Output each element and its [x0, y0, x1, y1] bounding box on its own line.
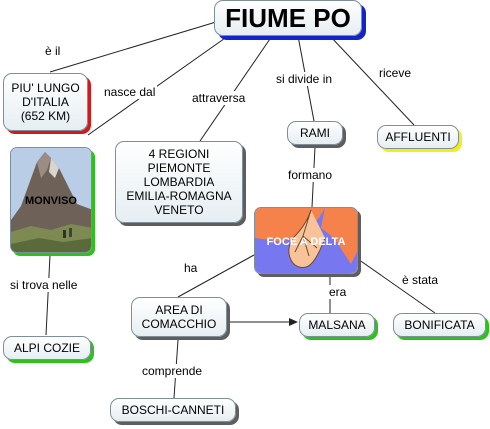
label-formano: formano: [286, 168, 335, 182]
malsana-node[interactable]: MALSANA: [299, 313, 375, 337]
label-e-il: è il: [43, 44, 63, 58]
affluenti-node[interactable]: AFFLUENTI: [377, 125, 459, 149]
label-e-stata: è stata: [400, 273, 441, 287]
label-comprende: comprende: [140, 364, 205, 378]
piu-lungo-node[interactable]: PIU' LUNGO D'ITALIA (652 KM): [3, 73, 88, 131]
label-si-divide-in: si divide in: [274, 72, 335, 86]
bonificata-node[interactable]: BONIFICATA: [393, 313, 486, 337]
label-riceve: riceve: [377, 66, 414, 80]
foce-delta-node[interactable]: FOCE A DELTA: [254, 207, 358, 274]
main-concept-node[interactable]: FIUME PO: [214, 0, 362, 36]
monviso-node[interactable]: MONVISO: [10, 147, 92, 253]
label-nasce-dal: nasce dal: [102, 85, 158, 99]
label-era: era: [327, 285, 349, 299]
area-comacchio-node[interactable]: AREA DI COMACCHIO: [131, 297, 227, 337]
boschi-canneti-node[interactable]: BOSCHI-CANNETI: [110, 398, 236, 422]
label-si-trova-nelle: si trova nelle: [8, 278, 80, 292]
foce-delta-caption: FOCE A DELTA: [266, 236, 346, 248]
delta-map-image: [255, 208, 357, 273]
label-ha: ha: [182, 261, 200, 275]
alpi-cozie-node[interactable]: ALPI COZIE: [3, 336, 91, 360]
regioni-node[interactable]: 4 REGIONI PIEMONTE LOMBARDIA EMILIA-ROMA…: [115, 141, 243, 223]
rami-node[interactable]: RAMI: [287, 121, 343, 145]
mountain-photo: [11, 148, 91, 252]
monviso-caption: MONVISO: [25, 195, 77, 207]
label-attraversa: attraversa: [190, 91, 248, 105]
